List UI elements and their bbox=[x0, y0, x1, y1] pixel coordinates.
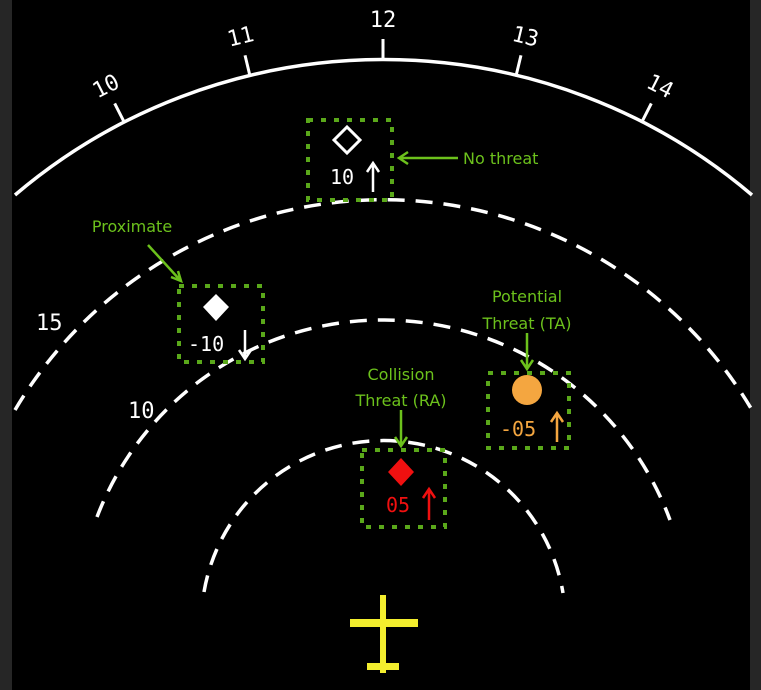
potential-threat-label-1: Potential bbox=[492, 287, 562, 306]
arrow-up-icon bbox=[365, 160, 381, 192]
clock-label-13: 13 bbox=[509, 22, 541, 52]
hollow-diamond-icon bbox=[331, 124, 363, 156]
ta-box bbox=[486, 371, 571, 450]
own-aircraft-icon bbox=[350, 595, 418, 673]
ta-altitude: -05 bbox=[500, 417, 536, 441]
range-label-10: 10 bbox=[128, 399, 155, 424]
clock-label-10: 10 bbox=[89, 70, 124, 104]
ta-pointer bbox=[519, 333, 535, 372]
clock-label-12: 12 bbox=[370, 8, 397, 33]
clock-tick-13 bbox=[514, 54, 523, 78]
no-threat-pointer bbox=[396, 150, 458, 166]
proximate-label: Proximate bbox=[92, 217, 172, 236]
clock-tick-14 bbox=[639, 102, 653, 124]
arrow-up-icon bbox=[421, 486, 437, 520]
collision-threat-label-2: Threat (RA) bbox=[354, 391, 446, 410]
range-ring-inner bbox=[202, 438, 565, 594]
proximate-box bbox=[177, 284, 265, 364]
ra-pointer bbox=[393, 410, 409, 449]
ra-box bbox=[360, 448, 447, 529]
clock-tick-11 bbox=[243, 54, 252, 78]
proximate-pointer bbox=[147, 244, 183, 284]
clock-tick-10 bbox=[113, 102, 127, 124]
arrow-up-icon bbox=[549, 410, 565, 442]
collision-threat-label-1: Collision bbox=[367, 365, 434, 384]
ta-circle-icon bbox=[512, 375, 542, 405]
no-threat-label: No threat bbox=[463, 149, 538, 168]
potential-threat-label-2: Threat (TA) bbox=[481, 314, 571, 333]
clock-label-14: 14 bbox=[642, 70, 677, 104]
proximate-altitude: -10 bbox=[188, 332, 224, 356]
range-label-15: 15 bbox=[36, 311, 63, 336]
no-threat-box bbox=[306, 118, 394, 202]
no-threat-altitude: 10 bbox=[330, 165, 354, 189]
red-diamond-icon bbox=[388, 458, 414, 486]
filled-diamond-icon bbox=[203, 294, 229, 321]
arrow-down-icon bbox=[237, 330, 253, 362]
clock-label-11: 11 bbox=[225, 22, 257, 52]
clock-ticks: 10 11 12 13 14 bbox=[89, 8, 677, 124]
range-ring-middle bbox=[95, 318, 672, 521]
ra-altitude: 05 bbox=[386, 493, 410, 517]
outer-range-arc bbox=[13, 57, 754, 197]
